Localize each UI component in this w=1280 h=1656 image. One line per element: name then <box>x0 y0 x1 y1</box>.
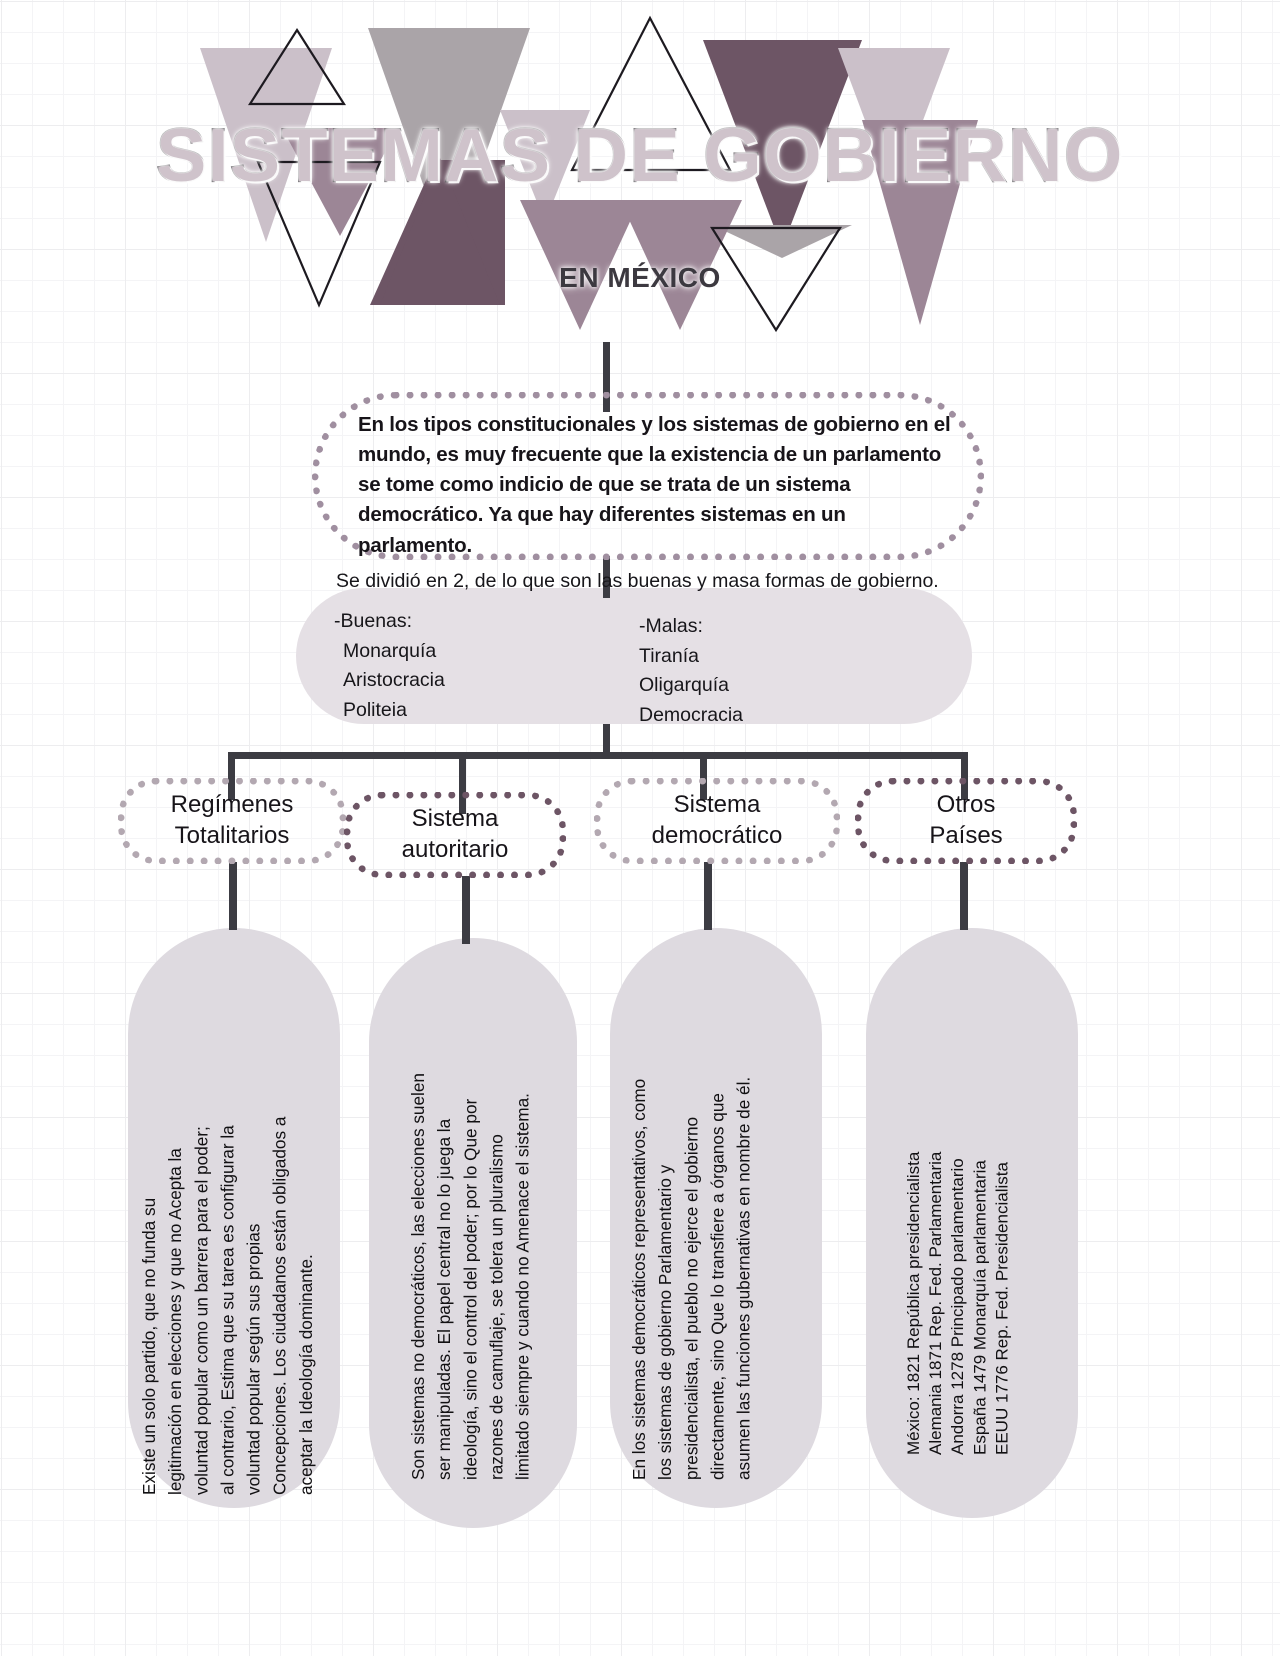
detail-pill-4 <box>866 928 1078 1518</box>
category-sistema-democratico[interactable]: Sistema democrático <box>594 778 840 864</box>
category-label-line2: democrático <box>651 822 783 849</box>
bad-form-item: Democracia <box>639 703 744 726</box>
connector-intro-to-band <box>603 556 610 598</box>
category-label-line1: Sistema <box>673 791 761 819</box>
good-form-item: Aristocracia <box>343 669 445 692</box>
connector-band-stem <box>603 724 610 758</box>
good-form-item: Politeia <box>343 698 407 721</box>
connector-category-3-to-detail <box>704 862 712 930</box>
title-block: SISTEMAS DE GOBIERNO <box>0 113 1280 197</box>
division-heading: Se dividió en 2, de lo que son las buena… <box>336 570 939 592</box>
connector-category-2-to-detail <box>462 876 470 944</box>
detail-text-4: México: 1821 República presidencialista … <box>904 1151 1012 1455</box>
connector-branch-3 <box>700 752 707 800</box>
page-subtitle: EN MÉXICO <box>559 262 721 293</box>
connector-branch-1 <box>228 752 235 800</box>
detail-text-2: Son sistemas no democráticos, las elecci… <box>408 1073 533 1480</box>
category-sistema-autoritario[interactable]: Sistema autoritario <box>344 792 566 878</box>
detail-pill-2 <box>369 938 577 1528</box>
category-label-line2: Totalitarios <box>174 822 290 849</box>
detail-pill-1 <box>128 928 340 1508</box>
connector-horizontal-bus <box>228 752 968 759</box>
good-forms-label: -Buenas: <box>334 610 413 632</box>
connector-title-to-intro <box>603 342 610 412</box>
category-otros-paises[interactable]: Otros Países <box>855 778 1077 864</box>
triangle-grey-right <box>712 225 852 258</box>
page-title: SISTEMAS DE GOBIERNO <box>155 113 1124 197</box>
bad-form-item: Tiranía <box>639 644 699 667</box>
intro-text: En los tipos constitucionales y los sist… <box>358 413 951 557</box>
category-label-line2: Países <box>929 822 1003 849</box>
good-form-item: Monarquía <box>343 639 437 662</box>
connector-category-1-to-detail <box>229 862 237 930</box>
good-forms-column: -Buenas: Monarquía Aristocracia Politeia <box>334 607 445 726</box>
triangle-outline-small-topleft <box>247 27 347 106</box>
connector-branch-4 <box>961 752 968 800</box>
detail-text-1: Existe un solo partido, que no funda su … <box>139 1116 316 1495</box>
category-label-line1: Otros <box>936 791 996 819</box>
bad-forms-column: -Malas: Tiranía Oligarquía Democracia <box>639 612 743 731</box>
connector-branch-2 <box>459 752 466 814</box>
intro-pill-border <box>312 392 984 560</box>
detail-pill-3 <box>610 928 822 1508</box>
bad-forms-label: -Malas: <box>639 615 703 637</box>
detail-text-3: En los sistemas democráticos representat… <box>629 1076 754 1480</box>
category-label-line1: Regímenes <box>170 791 294 819</box>
category-label-line2: autoritario <box>401 836 509 863</box>
category-regimenes-totalitarios[interactable]: Regímenes Totalitarios <box>118 778 346 864</box>
connector-category-4-to-detail <box>960 862 968 930</box>
category-label-line1: Sistema <box>411 805 499 833</box>
division-band <box>296 588 972 724</box>
bad-form-item: Oligarquía <box>639 674 729 697</box>
